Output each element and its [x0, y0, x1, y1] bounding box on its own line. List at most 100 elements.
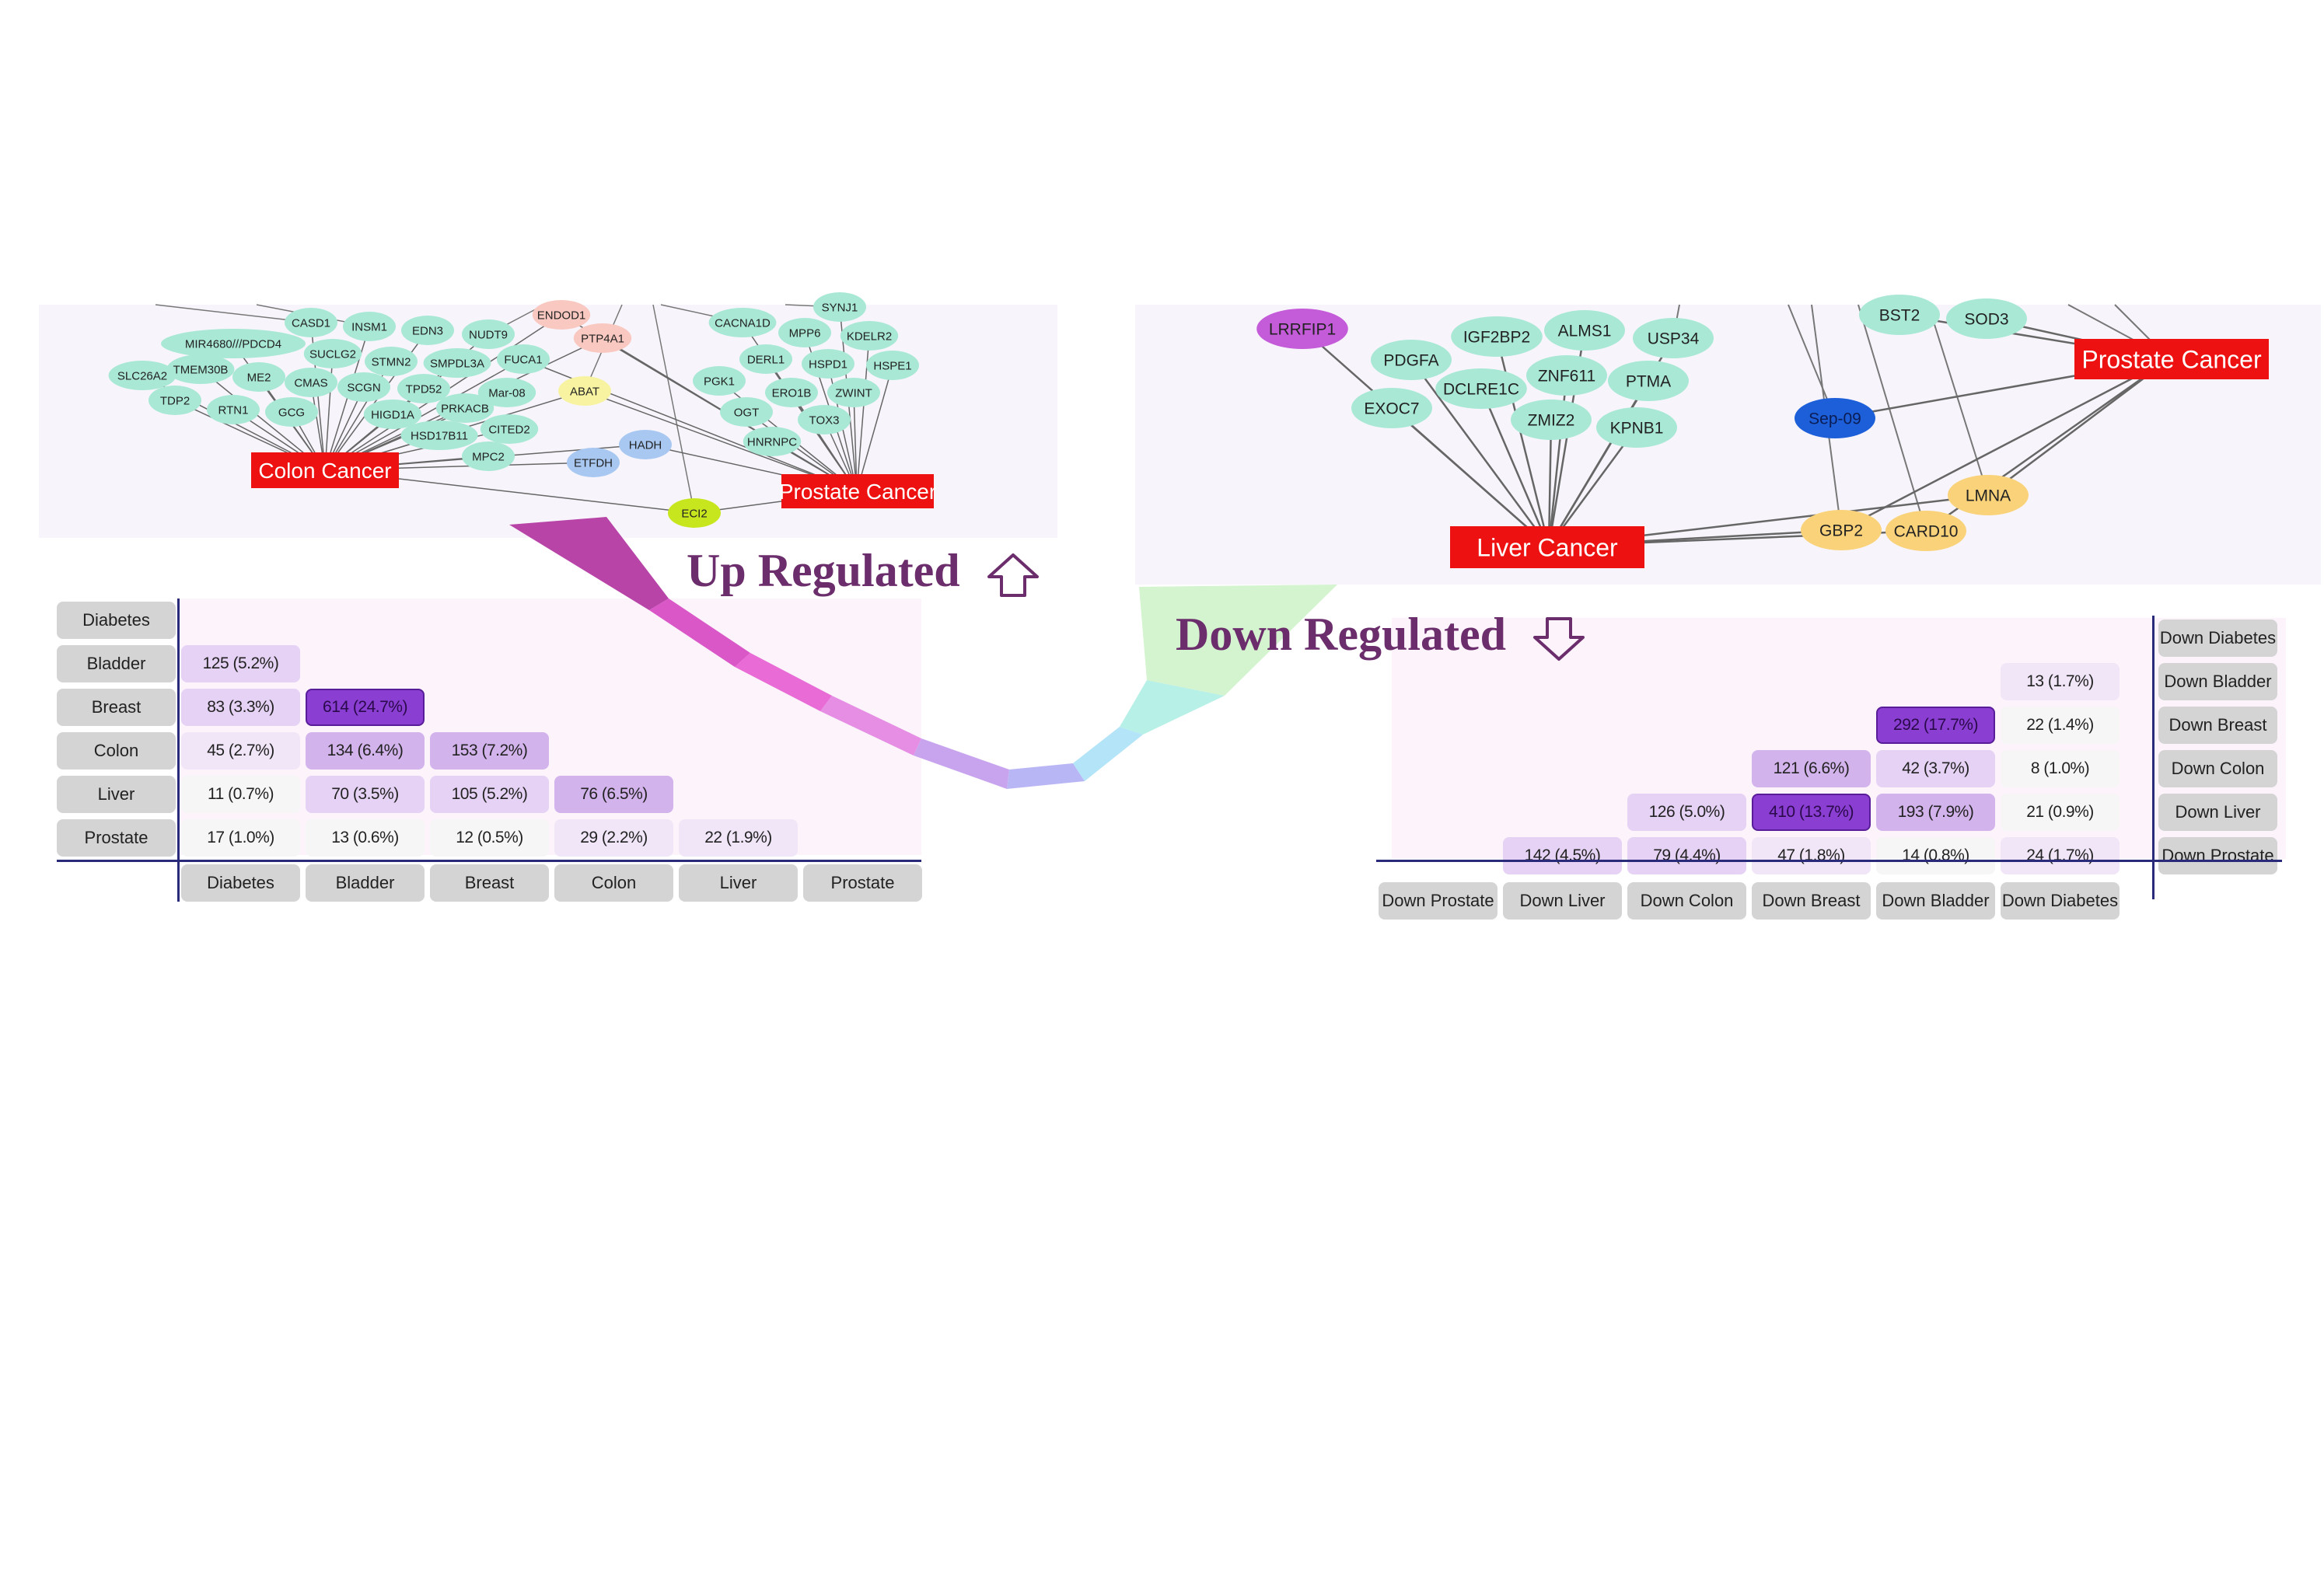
matrix-cell: 24 (1.7%) [2001, 837, 2120, 874]
gene-node-alms1 [1544, 310, 1625, 351]
gene-label-cited2: CITED2 [488, 423, 529, 436]
ribbon-segment [735, 653, 832, 711]
matrix-cell: 45 (2.7%) [181, 732, 300, 770]
gene-label-pgk1: PGK1 [704, 375, 735, 388]
gene-node-endod1 [532, 300, 591, 330]
col-label-colon: Colon [554, 864, 673, 902]
gene-node-stmn2 [365, 347, 418, 376]
gene-node-rtn1 [207, 395, 260, 424]
gene-node-cited2 [480, 414, 539, 444]
row-label-down-colon: Down Colon [2158, 750, 2277, 787]
disease-label-colon-cancer: Colon Cancer [258, 459, 391, 483]
gene-label-gcg: GCG [278, 406, 305, 419]
gene-node-zmiz2 [1511, 400, 1592, 440]
gene-node-tmem30b [166, 354, 235, 384]
disease-box-colon-cancer [251, 452, 399, 488]
gene-node-bst2 [1859, 295, 1940, 335]
disease-box-prostate-cancer [781, 474, 934, 508]
gene-node-tox3 [798, 405, 851, 435]
gene-node-tpd52 [397, 374, 450, 403]
row-label-down-prostate: Down Prostate [2158, 837, 2277, 874]
gene-node-card10 [1885, 511, 1966, 551]
gene-label-tox3: TOX3 [809, 414, 840, 427]
gene-node-suclg2 [303, 339, 362, 368]
matrix-cell: 614 (24.7%) [306, 689, 425, 726]
gene-label-cacna1d: CACNA1D [715, 316, 771, 330]
disease-label-prostate-cancer: Prostate Cancer [2081, 346, 2262, 374]
left-matrix-panel [179, 599, 921, 855]
gene-label-ero1b: ERO1B [772, 386, 812, 400]
gene-label-fuca1: FUCA1 [504, 353, 542, 366]
gene-label-higd1a: HIGD1A [371, 408, 414, 421]
gene-node-slc26a2 [108, 361, 176, 390]
gene-label-scgn: SCGN [347, 381, 380, 394]
gene-label-etfdh: ETFDH [574, 456, 613, 469]
gene-label-mpp6: MPP6 [789, 326, 821, 340]
gene-label-tmem30b: TMEM30B [173, 363, 229, 376]
gene-node-mpp6 [778, 318, 831, 347]
network-edge [1391, 407, 1550, 547]
gene-node-gcg [265, 397, 318, 427]
disease-box-liver-cancer [1450, 526, 1644, 568]
gene-node-edn3 [401, 316, 454, 345]
gene-label-alms1: ALMS1 [1558, 322, 1612, 340]
gene-label-exoc7: EXOC7 [1364, 400, 1419, 417]
ribbon-segment [1007, 763, 1085, 789]
gene-node-gbp2 [1801, 510, 1882, 550]
matrix-cell: 17 (1.0%) [181, 819, 300, 857]
row-label-diabetes: Diabetes [57, 602, 176, 639]
matrix-cell: 76 (6.5%) [554, 776, 673, 813]
up-arrow-outline-icon [987, 553, 1039, 598]
disease-label-liver-cancer: Liver Cancer [1477, 534, 1618, 562]
row-label-colon: Colon [57, 732, 176, 770]
gene-label-rtn1: RTN1 [218, 403, 249, 417]
gene-label-pdgfa: PDGFA [1383, 351, 1438, 369]
gene-label-tpd52: TPD52 [406, 382, 442, 396]
row-label-breast: Breast [57, 689, 176, 726]
gene-label-kdelr2: KDELR2 [847, 330, 892, 343]
gene-label-sod3: SOD3 [1964, 310, 2008, 328]
network-edge [1927, 304, 1989, 496]
gene-label-kpnb1: KPNB1 [1610, 419, 1664, 437]
row-label-bladder: Bladder [57, 645, 176, 682]
matrix-cell: 29 (2.2%) [554, 819, 673, 857]
matrix-cell: 121 (6.6%) [1752, 750, 1871, 787]
ribbon-segment [509, 517, 669, 610]
gene-node-pgk1 [693, 366, 746, 396]
gene-label-me2: ME2 [247, 371, 271, 384]
down-arrow-outline-icon [1533, 617, 1585, 661]
gene-node-igf2bp2 [1451, 316, 1543, 357]
gene-label-slc26a2: SLC26A2 [117, 369, 167, 382]
gene-node-hnrnpc [743, 427, 802, 456]
gene-label-gbp2: GBP2 [1819, 522, 1863, 539]
gene-label-znf611: ZNF611 [1538, 367, 1595, 385]
gene-label-lmna: LMNA [1966, 487, 2011, 504]
network-edge [652, 304, 695, 514]
matrix-cell: 47 (1.8%) [1752, 837, 1871, 874]
col-label-liver: Liver [679, 864, 798, 902]
col-label-bladder: Bladder [306, 864, 425, 902]
gene-label-derl1: DERL1 [747, 353, 785, 366]
col-label-down-diabetes: Down Diabetes [2001, 882, 2120, 920]
gene-node-mir4680-pdcd4 [161, 329, 306, 358]
right-network-edges [1302, 304, 2170, 548]
gene-label-endod1: ENDOD1 [537, 309, 586, 322]
row-label-down-bladder: Down Bladder [2158, 663, 2277, 700]
gene-node-hadh [619, 430, 672, 459]
matrix-axis-vertical [177, 599, 180, 902]
gene-node-higd1a [363, 400, 422, 429]
matrix-axis-vertical [2152, 616, 2155, 899]
matrix-cell: 13 (1.7%) [2001, 663, 2120, 700]
row-label-down-breast: Down Breast [2158, 707, 2277, 744]
gene-label-cmas: CMAS [294, 376, 327, 389]
matrix-cell: 153 (7.2%) [430, 732, 549, 770]
network-edge [856, 365, 893, 492]
gene-node-hspe1 [866, 351, 919, 380]
gene-label-prkacb: PRKACB [441, 402, 489, 415]
gene-node-mar-08 [477, 378, 536, 407]
connector-ribbon [509, 517, 1337, 789]
matrix-cell: 22 (1.9%) [679, 819, 798, 857]
gene-label-zmiz2: ZMIZ2 [1528, 411, 1575, 429]
